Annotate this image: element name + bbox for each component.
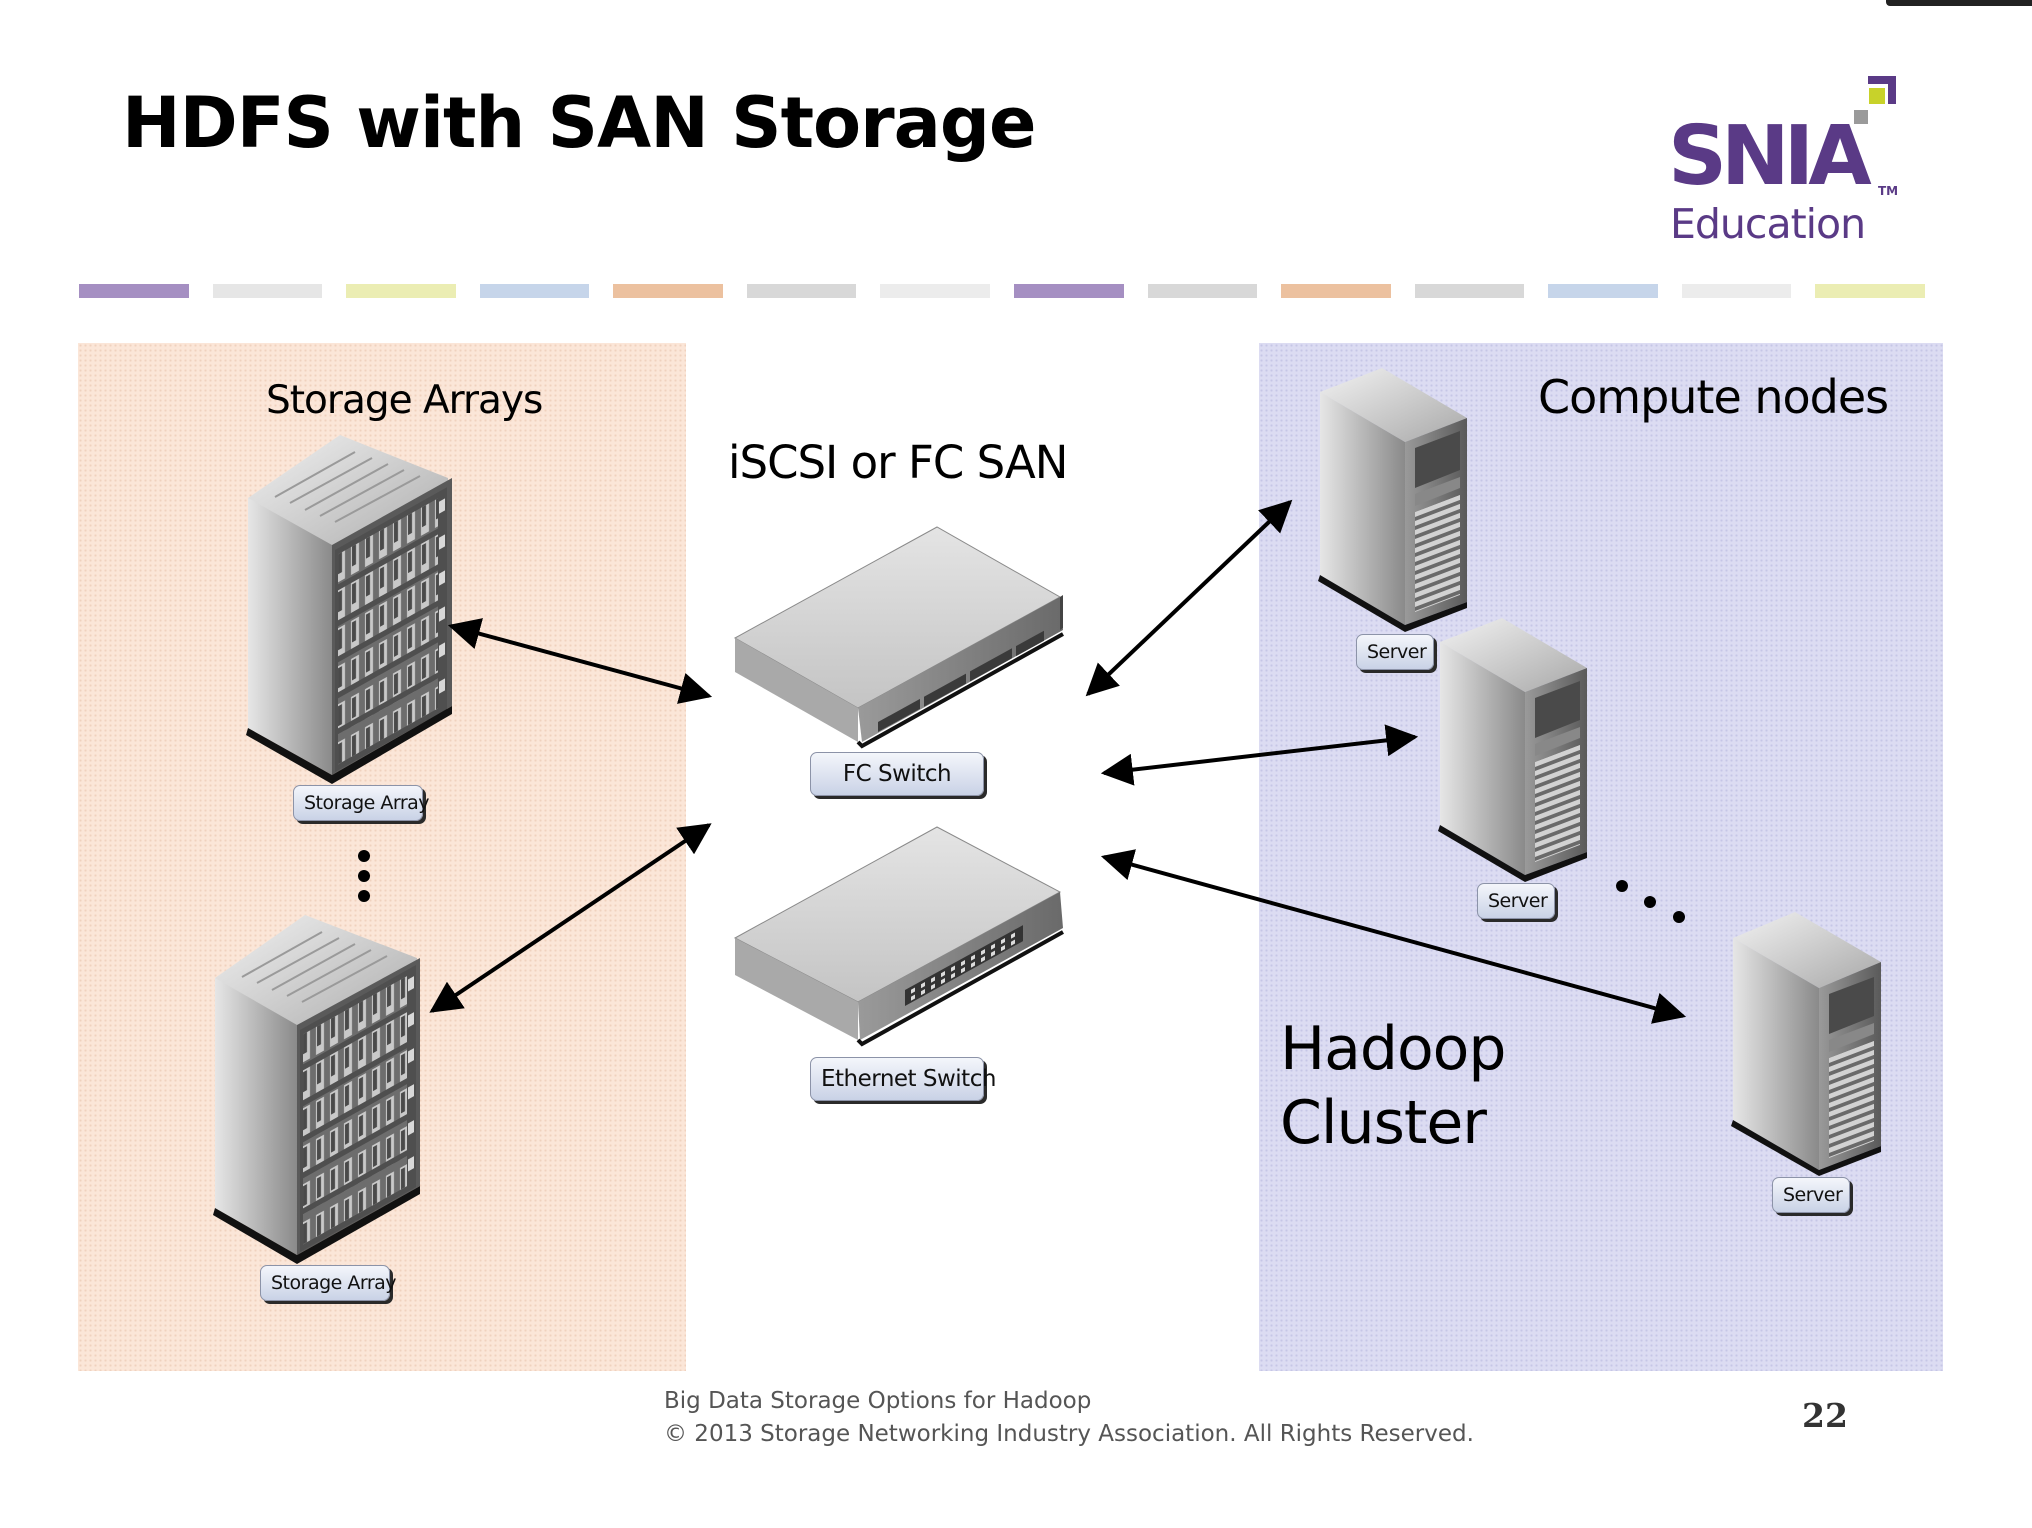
color-bar-segment [1681, 284, 1792, 298]
storage-arrays-heading: Storage Arrays [266, 378, 543, 423]
server-tag: Server [1356, 634, 1434, 670]
storage-array-tag: Storage Array [293, 785, 430, 821]
server-icon [1731, 912, 1881, 1176]
arrow-switch-server1 [1085, 499, 1293, 697]
arrow-array1-switch [447, 618, 713, 704]
arrow-array2-switch [429, 823, 712, 1013]
color-bar-segment [346, 284, 456, 298]
snia-education-logo: SNIA TM Education [1668, 74, 1918, 254]
color-bar-segment [1014, 284, 1124, 298]
server-icon [1438, 618, 1587, 882]
horizontal-ellipsis-icon [1616, 880, 1685, 923]
server-icon [1318, 368, 1467, 632]
san-heading: iSCSI or FC SAN [728, 436, 1068, 489]
page-number: 22 [1802, 1396, 1848, 1435]
logo-square-fill-icon [1869, 88, 1885, 104]
arrow-switch-server2 [1100, 724, 1419, 786]
connection-arrows [429, 499, 1687, 1024]
ethernet-switch-icon [733, 826, 1064, 1047]
server-tag: Server [1772, 1177, 1850, 1213]
storage-array-icon [246, 435, 452, 784]
arrow-switch-server3 [1100, 849, 1687, 1024]
vertical-ellipsis-icon [358, 850, 370, 902]
storage-array-icon [213, 915, 420, 1264]
color-bar-segment [1281, 284, 1391, 298]
fc-switch-icon [733, 526, 1064, 749]
color-bar-segment [746, 284, 857, 298]
server-tag: Server [1477, 883, 1555, 919]
footer-line1: Big Data Storage Options for Hadoop [664, 1388, 1092, 1414]
logo-square-grey-icon [1854, 110, 1868, 124]
ethernet-switch-tag: Ethernet Switch [810, 1057, 996, 1101]
hadoop-cluster-line2: Cluster [1280, 1088, 1487, 1158]
color-bar-segment [1548, 284, 1658, 298]
hadoop-cluster-label: Hadoop Cluster [1280, 1012, 1506, 1160]
logo-square-outline-icon [1868, 76, 1896, 104]
fc-switch-tag: FC Switch [810, 752, 984, 796]
color-bar-segment [1414, 284, 1525, 298]
logo-wordmark: SNIA [1668, 109, 1872, 204]
color-bar-segment [613, 284, 723, 298]
slide-footer: Big Data Storage Options for Hadoop © 20… [664, 1385, 1474, 1451]
color-bar-segment [479, 284, 590, 298]
color-bar-segment [79, 284, 189, 298]
storage-array-tag: Storage Array [260, 1265, 397, 1301]
window-corner-tab [1886, 0, 2032, 6]
compute-nodes-heading: Compute nodes [1538, 370, 1889, 424]
logo-subtitle: Education [1670, 200, 1866, 248]
footer-line2: © 2013 Storage Networking Industry Assoc… [664, 1421, 1474, 1447]
color-bar-segment [1147, 284, 1258, 298]
slide-title: HDFS with SAN Storage [122, 82, 1036, 164]
logo-trademark: TM [1878, 184, 1899, 198]
color-bar-segment [1815, 284, 1925, 298]
hadoop-cluster-line1: Hadoop [1280, 1014, 1506, 1084]
color-bar-segment [880, 284, 990, 298]
color-bar-segment [212, 284, 323, 298]
